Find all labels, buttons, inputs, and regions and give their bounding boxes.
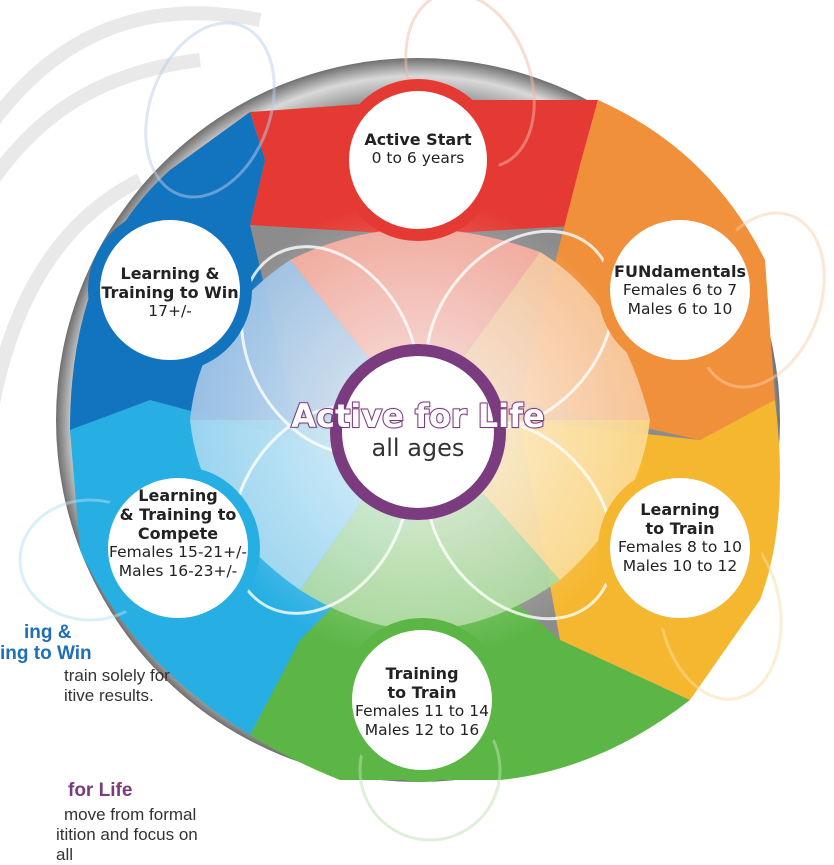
active-start-age: 0 to 6 years xyxy=(371,149,465,167)
training-to-train-females: Females 11 to 14 xyxy=(355,702,489,720)
circle-fundamentals xyxy=(598,208,762,372)
background-swirls xyxy=(0,6,262,405)
side-life-text-2: itition and focus on all xyxy=(56,825,198,864)
fundamentals-males: Males 6 to 10 xyxy=(627,300,733,318)
active-for-life-title: Active for Life xyxy=(290,397,546,435)
learning-to-win-age: 17+/- xyxy=(148,302,192,320)
label-training-to-train: Training to Train Females 11 to 14 Males… xyxy=(347,664,497,740)
active-for-life-sub: all ages xyxy=(371,434,465,462)
fundamentals-females: Females 6 to 7 xyxy=(622,281,738,299)
learning-to-compete-title-1: Learning xyxy=(138,486,218,505)
label-active-start: Active Start 0 to 6 years xyxy=(343,130,493,168)
ltad-wheel-diagram xyxy=(0,0,826,842)
circle-learning-to-win xyxy=(88,208,252,372)
circle-active-for-life xyxy=(330,344,506,520)
learning-to-train-males: Males 10 to 12 xyxy=(622,557,738,575)
learning-to-train-females: Females 8 to 10 xyxy=(617,538,743,556)
circle-training-to-train xyxy=(340,618,504,782)
learning-to-win-title-1: Learning & xyxy=(120,264,220,283)
label-learning-to-train: Learning to Train Females 8 to 10 Males … xyxy=(605,500,755,576)
label-active-for-life: Active for Life all ages xyxy=(268,397,568,462)
fundamentals-title: FUNdamentals xyxy=(614,262,746,281)
learning-to-win-title-2: Training to Win xyxy=(101,283,239,302)
side-win-heading-2: ing to Win xyxy=(0,643,92,664)
label-learning-to-compete: Learning & Training to Compete Females 1… xyxy=(98,486,258,581)
circle-learning-to-train xyxy=(598,466,762,630)
side-life-text-1: move from formal xyxy=(64,805,197,824)
side-life-heading: for Life xyxy=(68,780,133,801)
active-start-title: Active Start xyxy=(364,130,472,149)
training-to-train-males: Males 12 to 16 xyxy=(364,721,480,739)
side-win-text-1: train solely for xyxy=(64,666,170,685)
learning-to-compete-title-2: & Training to xyxy=(119,505,237,524)
learning-to-compete-title-3: Compete xyxy=(137,524,219,543)
side-win-text-2: itive results. xyxy=(64,686,154,705)
side-note-win: ing & ing to Win train solely for itive … xyxy=(0,622,182,706)
learning-to-train-title-2: to Train xyxy=(645,519,715,538)
training-to-train-title-2: to Train xyxy=(387,683,457,702)
side-win-heading-1: ing & xyxy=(24,622,72,643)
training-to-train-title-1: Training xyxy=(385,664,459,683)
learning-to-compete-females: Females 15-21+/- xyxy=(109,543,247,561)
side-note-life: for Life move from formal itition and fo… xyxy=(0,780,200,865)
label-fundamentals: FUNdamentals Females 6 to 7 Males 6 to 1… xyxy=(605,262,755,319)
learning-to-train-title-1: Learning xyxy=(640,500,720,519)
circle-learning-to-compete xyxy=(96,466,260,630)
circle-active-start xyxy=(337,79,499,241)
learning-to-compete-males: Males 16-23+/- xyxy=(118,562,238,580)
label-learning-to-win: Learning & Training to Win 17+/- xyxy=(95,264,245,321)
